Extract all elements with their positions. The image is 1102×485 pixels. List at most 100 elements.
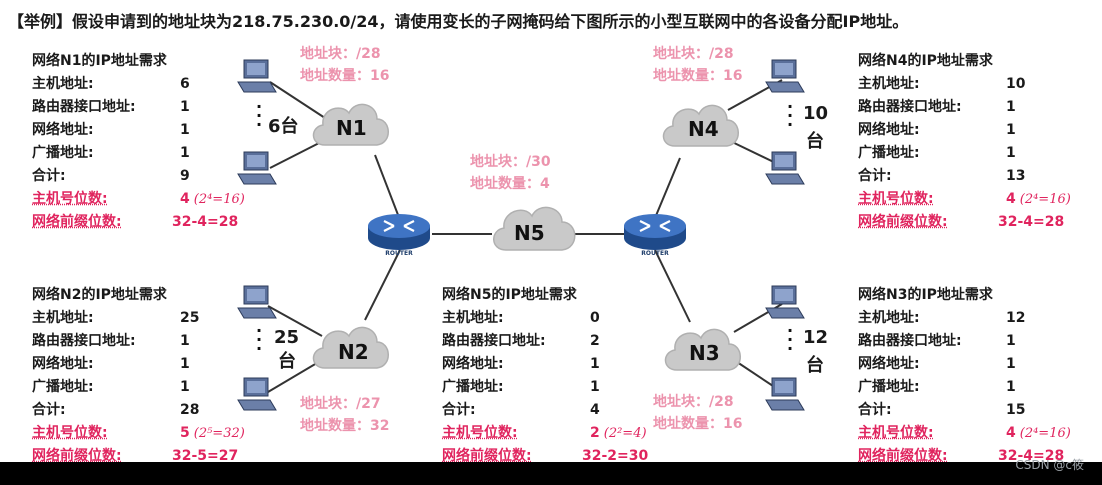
value-router-if: 1 (1006, 333, 1016, 349)
block-header: 网络N3的IP地址需求 (858, 287, 993, 303)
note-n3-block: 地址块：/28 (653, 394, 734, 410)
block-header: 网络N1的IP地址需求 (32, 53, 167, 69)
label-net: 网络地址: (32, 122, 94, 138)
label-prefix-bits: 网络前缀位数: (32, 214, 122, 230)
power-note: (2⁵=32) (193, 426, 245, 441)
label-prefix-bits: 网络前缀位数: (32, 448, 122, 464)
label-total: 合计: (858, 402, 892, 418)
label-host-bits: 主机号位数: (32, 425, 108, 441)
router-label: ROUTER (385, 250, 413, 257)
requirements-n2: 网络N2的IP地址需求 主机地址:25 路由器接口地址:1 网络地址:1 广播地… (32, 284, 262, 468)
label-router-if: 路由器接口地址: (858, 99, 962, 115)
label-host-bits: 主机号位数: (32, 191, 108, 207)
value-net: 1 (1006, 122, 1016, 138)
label-host: 主机地址: (442, 310, 504, 326)
note-n2-block: 地址块：/27 (300, 396, 381, 412)
label-net: 网络地址: (442, 356, 504, 372)
value-net: 1 (1006, 356, 1016, 372)
link-n4-router (654, 157, 681, 219)
label-router-if: 路由器接口地址: (442, 333, 546, 349)
value-bcast: 1 (180, 145, 190, 161)
cloud-icon (493, 206, 576, 251)
note-n4-count: 地址数量：16 (653, 68, 743, 84)
label-total: 合计: (442, 402, 476, 418)
block-header: 网络N4的IP地址需求 (858, 53, 993, 69)
value-total: 28 (180, 402, 200, 418)
cloud-label-n3: N3 (689, 341, 720, 365)
pc-count-n2-number: 25 (274, 327, 300, 348)
label-total: 合计: (32, 402, 66, 418)
note-n5-count: 地址数量：4 (470, 176, 550, 192)
value-host-bits: 4 (1006, 191, 1016, 207)
value-host-bits: 4 (180, 191, 190, 207)
cloud-label-n5: N5 (514, 221, 545, 245)
value-host-bits: 2 (590, 425, 600, 441)
value-host: 0 (590, 310, 600, 326)
router-icon (624, 214, 686, 250)
pc-count-n1: 6台 (268, 116, 299, 137)
ellipsis-dots: ··· (787, 97, 794, 134)
label-host: 主机地址: (32, 76, 94, 92)
value-host: 25 (180, 310, 200, 326)
router-left: ROUTER (366, 212, 432, 264)
label-host: 主机地址: (858, 310, 920, 326)
computer-icon (765, 377, 805, 411)
value-router-if: 1 (180, 99, 190, 115)
link-n1-pc2 (269, 139, 326, 169)
value-bcast: 1 (590, 379, 600, 395)
computer-icon (765, 151, 805, 185)
power-note: (2⁴=16) (1019, 426, 1071, 441)
router-icon (368, 214, 430, 250)
value-total: 9 (180, 168, 190, 184)
block-header: 网络N5的IP地址需求 (442, 287, 577, 303)
link-n1-router (374, 154, 401, 221)
value-router-if: 1 (1006, 99, 1016, 115)
note-n2-count: 地址数量：32 (300, 418, 390, 434)
label-bcast: 广播地址: (32, 379, 94, 395)
router-label: ROUTER (641, 250, 669, 257)
cloud-icon (312, 326, 389, 369)
label-total: 合计: (858, 168, 892, 184)
label-host: 主机地址: (32, 310, 94, 326)
router-right: ROUTER (622, 212, 688, 264)
link-n1-pc1 (269, 81, 326, 119)
computer-icon (237, 59, 277, 93)
label-bcast: 广播地址: (32, 145, 94, 161)
label-router-if: 路由器接口地址: (858, 333, 962, 349)
requirements-n1: 网络N1的IP地址需求 主机地址:6 路由器接口地址:1 网络地址:1 广播地址… (32, 50, 262, 234)
label-bcast: 广播地址: (858, 145, 920, 161)
label-bcast: 广播地址: (442, 379, 504, 395)
label-router-if: 路由器接口地址: (32, 99, 136, 115)
value-host: 12 (1006, 310, 1026, 326)
link-router-n3 (654, 249, 691, 323)
label-host-bits: 主机号位数: (858, 425, 934, 441)
cloud-icon (662, 104, 739, 147)
value-net: 1 (590, 356, 600, 372)
link-n2-pc1 (267, 305, 323, 337)
value-host-bits: 5 (180, 425, 190, 441)
label-router-if: 路由器接口地址: (32, 333, 136, 349)
note-n3-count: 地址数量：16 (653, 416, 743, 432)
value-bcast: 1 (1006, 379, 1016, 395)
value-router-if: 1 (180, 333, 190, 349)
cloud-label-n4: N4 (688, 117, 719, 141)
value-host: 10 (1006, 76, 1026, 92)
label-net: 网络地址: (858, 356, 920, 372)
value-net: 1 (180, 356, 190, 372)
label-total: 合计: (32, 168, 66, 184)
label-net: 网络地址: (858, 122, 920, 138)
note-n1-count: 地址数量：16 (300, 68, 390, 84)
power-note: (2²=4) (603, 426, 647, 441)
label-net: 网络地址: (32, 356, 94, 372)
computer-icon (237, 151, 277, 185)
computer-icon (237, 285, 277, 319)
power-note: (2⁴=16) (193, 192, 245, 207)
computer-icon (765, 59, 805, 93)
computer-icon (765, 285, 805, 319)
pc-count-n4-number: 10 (803, 103, 829, 124)
note-n5-block: 地址块：/30 (470, 154, 551, 170)
cloud-icon (664, 328, 741, 371)
label-prefix-bits: 网络前缀位数: (442, 448, 532, 464)
value-bcast: 1 (180, 379, 190, 395)
value-host-bits: 4 (1006, 425, 1016, 441)
